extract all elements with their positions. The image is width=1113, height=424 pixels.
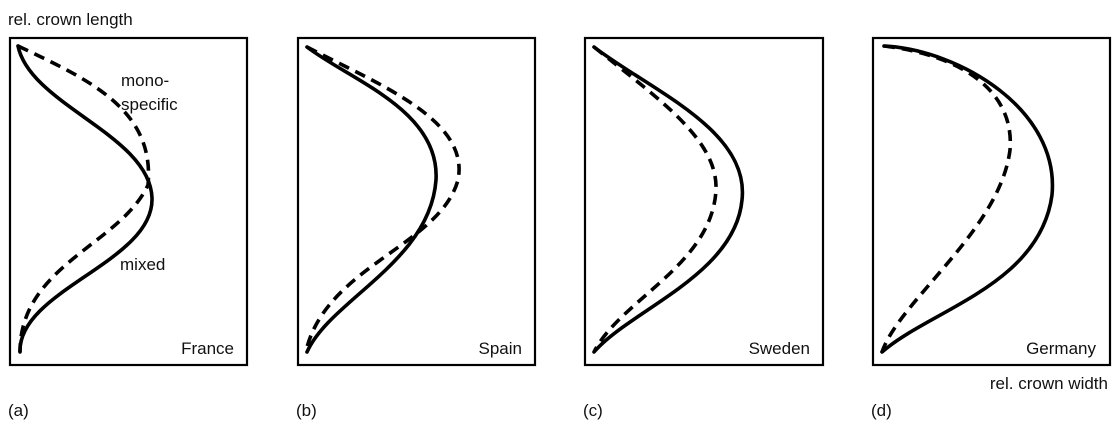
panel-germany-country: Germany: [1026, 339, 1096, 358]
panel-spain-monospecific-curve: [305, 45, 461, 348]
panel-spain-mixed-curve: [305, 45, 438, 354]
panel-germany: Germany (d): [871, 36, 1112, 420]
panel-germany-letter: (d): [871, 401, 892, 420]
panel-sweden-country: Sweden: [749, 339, 810, 358]
panel-germany-frame: [871, 36, 1112, 367]
panel-spain: Spain (b): [296, 36, 537, 420]
y-axis-label: rel. crown length: [8, 10, 133, 29]
annotation-mono-line2: specific: [121, 95, 178, 114]
panel-sweden-mixed-curve: [592, 45, 745, 354]
panel-france-frame: [8, 36, 249, 367]
panel-sweden-frame: [583, 36, 825, 367]
panel-spain-letter: (b): [296, 401, 317, 420]
annotation-mixed: mixed: [120, 255, 165, 274]
panel-sweden-letter: (c): [583, 401, 603, 420]
x-axis-label: rel. crown width: [990, 374, 1108, 393]
panel-france-mixed-curve: [16, 44, 154, 354]
panel-spain-frame: [296, 36, 537, 367]
panel-sweden-monospecific-curve: [592, 45, 718, 353]
panel-france: mono- specific mixed France (a): [8, 36, 249, 420]
panel-sweden: Sweden (c): [583, 36, 825, 420]
panel-spain-country: Spain: [479, 339, 522, 358]
panel-germany-monospecific-curve: [880, 44, 1013, 353]
panel-france-country: France: [181, 339, 234, 358]
panel-france-monospecific-curve: [17, 44, 151, 353]
annotation-mono-line1: mono-: [121, 71, 169, 90]
panel-germany-mixed-curve: [880, 44, 1055, 354]
panel-france-letter: (a): [8, 401, 29, 420]
